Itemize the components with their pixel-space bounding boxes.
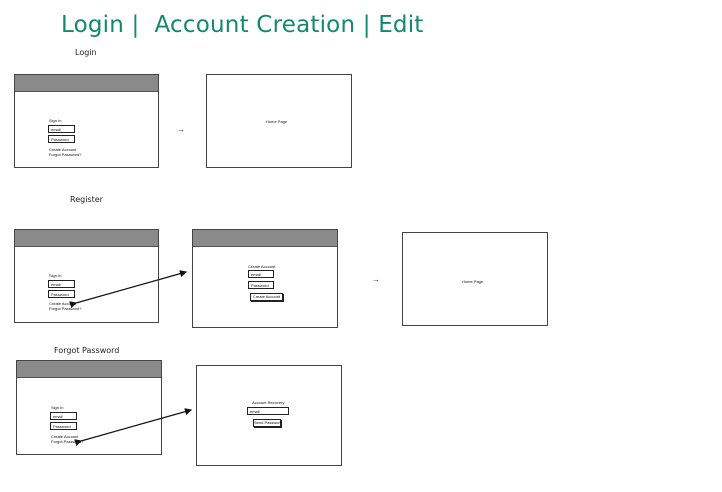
create-account-button[interactable]: Create Account (250, 293, 283, 301)
frame-header-bar (15, 230, 158, 247)
frame-header-bar (17, 361, 161, 378)
password-field[interactable]: Password (48, 290, 75, 298)
create-account-title: Create Account (248, 264, 276, 269)
forgot-password-link[interactable]: Forgot Password? (49, 306, 82, 311)
password-field[interactable]: Password (48, 135, 75, 143)
password-field[interactable]: Password (50, 422, 77, 430)
create-account-link[interactable]: Create Account (49, 301, 77, 306)
forgot-password-link[interactable]: Forgot Password? (51, 439, 84, 444)
forgot-password-link[interactable]: Forgot Password? (49, 152, 82, 157)
email-field[interactable]: email (248, 270, 274, 278)
home-page-label: Home Page (266, 119, 288, 124)
home-page-label: Home Page (462, 279, 484, 284)
sign-in-label: Sign In (49, 118, 62, 123)
section-label-register: Register (70, 195, 103, 204)
create-account-link[interactable]: Create Account (51, 434, 79, 439)
section-label-forgot-password: Forgot Password (54, 346, 120, 355)
password-field[interactable]: Password (248, 281, 274, 289)
login-signin-frame: Sign In email Password Create Account Fo… (14, 74, 159, 168)
create-account-link[interactable]: Create Account (49, 147, 77, 152)
frame-header-bar (15, 75, 158, 92)
create-account-frame: Create Account email Password Create Acc… (192, 229, 338, 328)
email-field[interactable]: email (48, 280, 75, 288)
register-signin-frame: Sign In email Password Create Account Fo… (14, 229, 159, 323)
home-page-frame: Home Page (206, 74, 352, 168)
sign-in-label: Sign In (51, 405, 64, 410)
account-recovery-frame: Account Recovery email Send Password (196, 365, 342, 466)
email-field[interactable]: email (48, 125, 75, 133)
page-title: Login | Account Creation | Edit (61, 12, 424, 38)
email-field[interactable]: email (50, 412, 77, 420)
forgot-signin-frame: Sign In email Password Create Account Fo… (16, 360, 162, 455)
flow-arrow-icon: → (372, 275, 380, 284)
section-label-login: Login (75, 48, 97, 57)
flow-arrow-icon: → (177, 125, 185, 134)
email-field[interactable]: email (247, 407, 289, 415)
account-recovery-title: Account Recovery (252, 400, 285, 405)
frame-header-bar (193, 230, 337, 247)
sign-in-label: Sign In (49, 273, 62, 278)
send-password-button[interactable]: Send Password (253, 419, 283, 427)
home-page-frame: Home Page (402, 232, 548, 326)
